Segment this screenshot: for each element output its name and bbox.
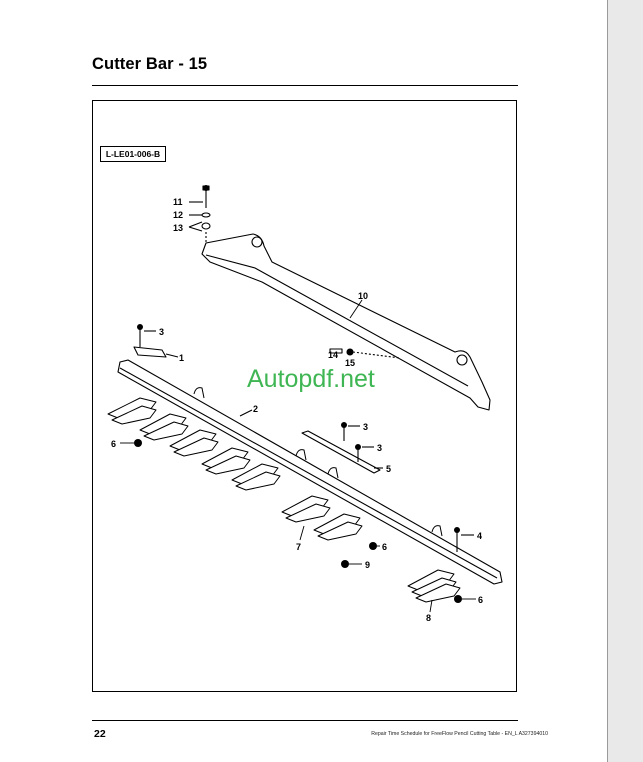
callout-8: 8 [426,613,431,623]
callout-12: 12 [173,210,183,220]
guard-finger [313,513,361,535]
callout-7: 7 [296,542,301,552]
callout-5: 5 [386,464,391,474]
page-title: Cutter Bar - 15 [92,55,208,73]
bolt-head-3a [137,324,143,330]
title-rule [92,85,518,86]
leader-10 [349,299,363,319]
nut-15 [346,348,354,356]
guard-finger [205,455,251,475]
page-number: 22 [94,728,106,740]
figure-frame [92,100,517,692]
bar-hook [431,525,443,537]
bar-hook [295,449,307,461]
guard-finger [407,569,455,591]
guard-finger [107,397,157,419]
washer-12 [201,212,211,218]
guard-finger [173,437,219,457]
nut-6c [454,595,462,603]
support-beam-flange [205,254,469,387]
guard-finger [111,405,157,425]
callout-4: 4 [477,531,482,541]
bolt-head-11 [203,185,209,191]
bolt-head-3c [355,444,361,450]
beam-hole-right [456,354,468,366]
bar-hook [327,467,339,479]
callout-3c: 3 [377,443,382,453]
guard-finger [235,471,281,491]
callout-10: 10 [358,291,368,301]
bolt-head-3b [341,422,347,428]
callout-9: 9 [365,560,370,570]
guard-finger [317,521,363,541]
callout-13: 13 [173,223,183,233]
clamp-plate-1 [133,346,167,358]
bolt-head-4 [454,527,460,533]
page-edge [607,0,608,762]
cutter-bar-strip-edge [119,367,498,579]
footer-rule [92,720,518,721]
callout-1: 1 [179,353,184,363]
nut-6a [134,439,142,447]
bar-hook [193,387,205,399]
callout-2: 2 [253,404,258,414]
callout-6a: 6 [111,439,116,449]
nut-13 [201,222,211,230]
guard-finger [201,447,249,469]
guard-finger [415,583,461,603]
guard-finger [231,463,279,485]
callout-3a: 3 [159,327,164,337]
cutter-bar-strip [117,359,503,585]
leader-8 [429,599,433,613]
bolt-14 [329,348,343,354]
page-shadow [608,0,643,762]
guard-finger [143,421,189,441]
callout-11: 11 [173,197,183,207]
callout-14: 14 [328,350,338,360]
beam-hole-left [251,236,263,248]
guard-finger [139,413,187,435]
guard-finger [169,429,217,451]
leader-13 [188,221,203,232]
leader-7 [299,525,305,541]
callout-6b: 6 [382,542,387,552]
nut-6b [369,542,377,550]
callout-15: 15 [345,358,355,368]
guard-finger [285,503,331,523]
leader-2 [239,409,253,417]
nut-9 [341,560,349,568]
guard-finger [281,495,329,517]
leader-1 [165,353,179,358]
document-title: Repair Time Schedule for FreeFlow Pencil… [371,731,548,737]
clamp-bar-5 [301,430,381,474]
callout-6c: 6 [478,595,483,605]
figure-code: L-LE01-006-B [100,146,166,162]
callout-3b: 3 [363,422,368,432]
watermark: Autopdf.net [247,365,375,393]
